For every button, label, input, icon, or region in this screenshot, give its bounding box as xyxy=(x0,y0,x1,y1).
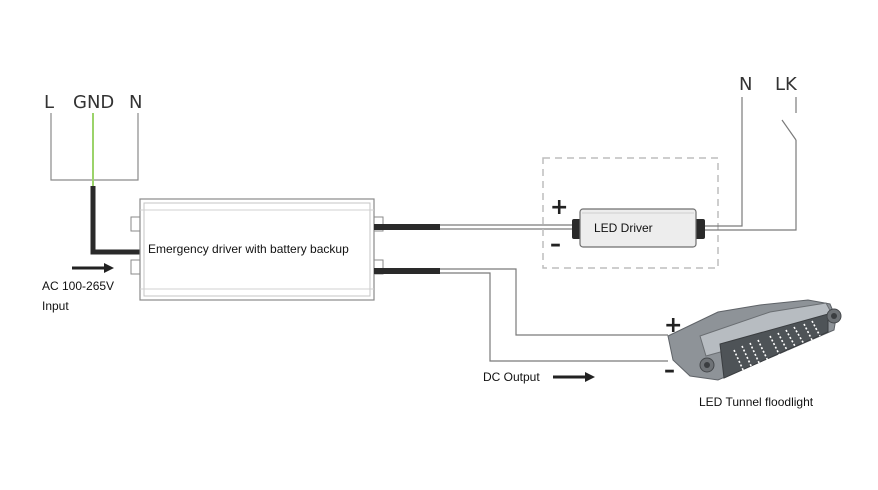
led-driver-enclosure xyxy=(542,157,719,269)
mains-l-label: L xyxy=(44,92,54,113)
led-driver-plus: + xyxy=(550,195,568,220)
mains-wires xyxy=(50,113,140,255)
dc-output-label: DC Output xyxy=(483,370,540,384)
floodlight-icon xyxy=(667,299,842,381)
led-driver-minus: – xyxy=(550,232,561,257)
floodlight-label: LED Tunnel floodlight xyxy=(699,395,814,409)
switch-n-label: N xyxy=(739,74,752,95)
mains-gnd-label: GND xyxy=(73,92,114,113)
emergency-driver xyxy=(130,198,384,301)
floodlight-minus: – xyxy=(664,358,675,383)
mains-n-label: N xyxy=(129,92,142,113)
emergency-driver-label: Emergency driver with battery backup xyxy=(148,242,349,256)
input-arrow xyxy=(72,263,114,273)
led-driver-label: LED Driver xyxy=(594,221,653,235)
switch-lk-label: LK xyxy=(775,74,798,95)
led-driver xyxy=(572,208,705,248)
dc-output-arrow xyxy=(553,372,595,382)
output-cables xyxy=(374,224,668,362)
input-label-line1: AC 100-265V xyxy=(42,279,114,293)
switch-wiring xyxy=(705,97,797,231)
input-label-line2: Input xyxy=(42,299,69,313)
